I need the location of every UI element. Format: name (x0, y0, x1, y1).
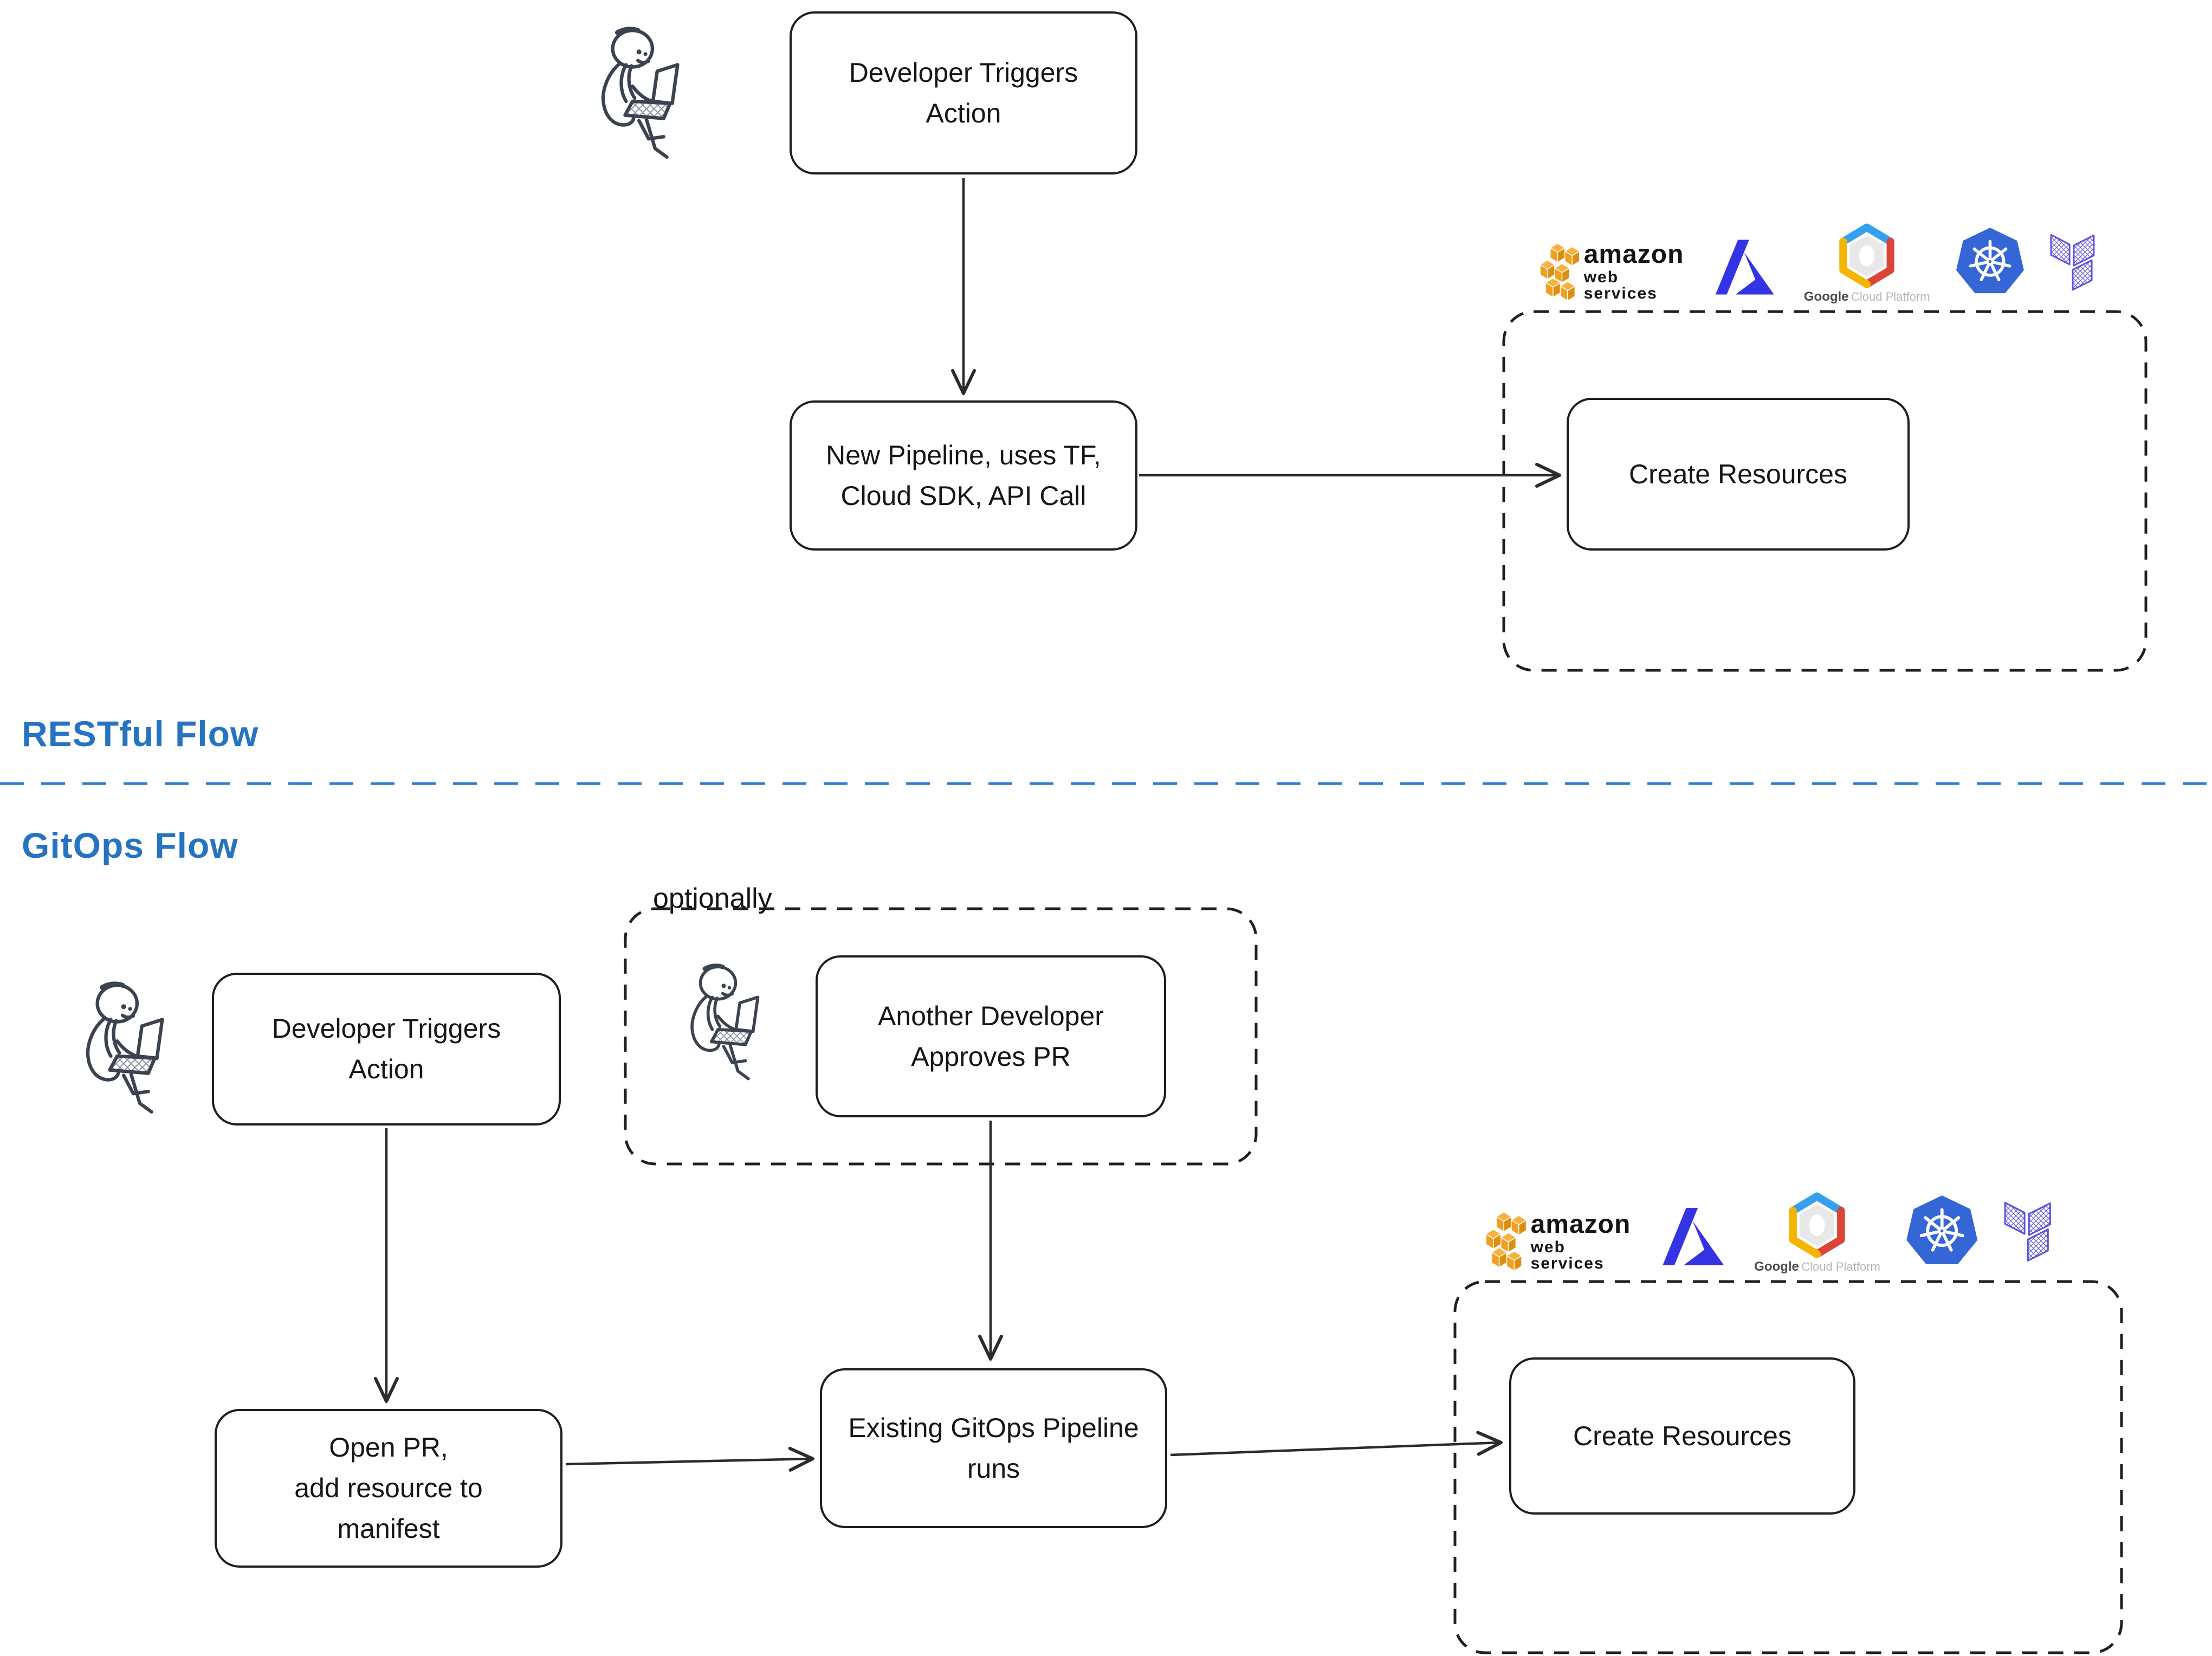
aws-icon: amazon web services (1485, 1209, 1635, 1275)
node-another-developer-approves: Another Developer Approves PR (816, 955, 1166, 1117)
azure-icon (1712, 230, 1780, 305)
aws-cubes-icon (1539, 241, 1580, 305)
kubernetes-icon (1904, 1189, 1980, 1275)
azure-icon (1659, 1199, 1730, 1275)
node-existing-gitops-pipeline: Existing GitOps Pipeline runs (820, 1368, 1167, 1528)
optionally-label: optionally (653, 883, 772, 914)
aws-wordmark: amazon web services (1583, 240, 1688, 305)
kubernetes-icon (1954, 220, 2026, 305)
node-label: Developer Triggers Action (849, 57, 1078, 128)
node-developer-triggers-action-gitops: Developer Triggers Action (212, 973, 561, 1125)
aws-wordmark-line1: amazon (1530, 1209, 1631, 1239)
gcp-wordmark-google: Google (1754, 1259, 1799, 1274)
aws-wordmark-line2: web services (1583, 268, 1658, 303)
cloud-providers-group-gitops (1453, 1280, 2123, 1654)
gcp-hexagon-icon (1786, 1192, 1848, 1258)
gcp-wordmark-cloud-platform: Cloud Platform (1801, 1260, 1880, 1273)
developer-icon (684, 954, 779, 1096)
node-label: Create Resources (1629, 458, 1847, 489)
node-open-pr: Open PR, add resource to manifest (215, 1409, 562, 1568)
cloud-providers-group-restful (1502, 310, 2148, 672)
node-new-pipeline: New Pipeline, uses TF, Cloud SDK, API Ca… (790, 400, 1137, 551)
node-developer-triggers-action: Developer Triggers Action (790, 11, 1137, 174)
node-label: Developer Triggers Action (271, 1013, 501, 1084)
aws-icon: amazon web services (1539, 241, 1688, 305)
gcp-wordmark-google: Google (1803, 289, 1849, 304)
node-label: Open PR, add resource to manifest (294, 1432, 483, 1544)
gcp-wordmark: Google Cloud Platform (1804, 289, 1930, 305)
arrow-openpr-to-pipeline (565, 1446, 814, 1472)
developer-icon (79, 980, 186, 1122)
gcp-wordmark: Google Cloud Platform (1754, 1259, 1880, 1275)
optional-approval-group (624, 907, 1258, 1166)
aws-cubes-icon (1485, 1209, 1527, 1275)
node-label: Create Resources (1573, 1420, 1791, 1451)
node-label: Existing GitOps Pipeline runs (848, 1412, 1139, 1484)
arrow-pipeline-to-create-gitops (1170, 1431, 1503, 1457)
node-label: New Pipeline, uses TF, Cloud SDK, API Ca… (826, 439, 1101, 511)
gcp-icon: Google Cloud Platform (1804, 223, 1930, 305)
developer-icon (594, 26, 701, 166)
cloud-logos-row-restful: amazon web services Google Cloud Platfor… (1539, 216, 2103, 305)
node-create-resources-gitops: Create Resources (1509, 1357, 1855, 1515)
gcp-hexagon-icon (1836, 223, 1897, 288)
gcp-icon: Google Cloud Platform (1754, 1192, 1880, 1275)
aws-wordmark-line1: amazon (1583, 240, 1684, 269)
gitops-flow-title: GitOps Flow (22, 825, 238, 865)
node-create-resources-restful: Create Resources (1567, 398, 1910, 551)
restful-flow-title: RESTful Flow (22, 714, 259, 754)
terraform-icon (2003, 1193, 2059, 1275)
terraform-icon (2049, 224, 2103, 305)
node-label: Another Developer Approves PR (878, 1000, 1104, 1072)
gcp-wordmark-cloud-platform: Cloud Platform (1851, 290, 1930, 303)
aws-wordmark-line2: web services (1530, 1238, 1605, 1273)
aws-wordmark: amazon web services (1530, 1209, 1635, 1275)
cloud-logos-row-gitops: amazon web services Google Cloud Platfor… (1485, 1187, 2059, 1275)
